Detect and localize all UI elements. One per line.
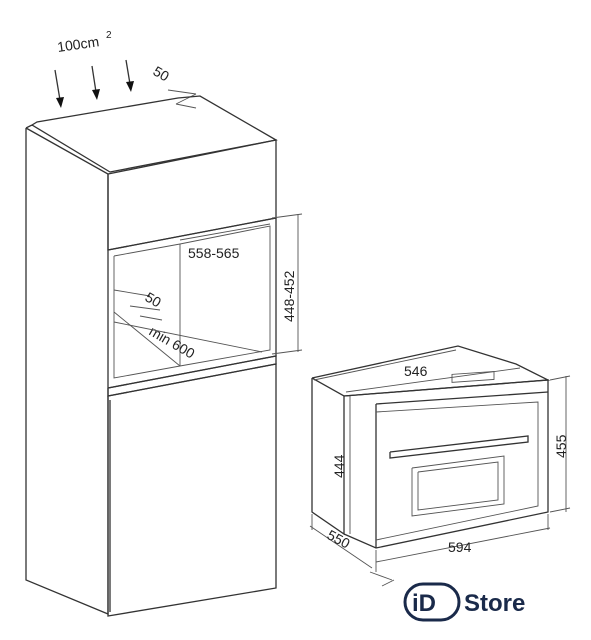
brand-logo-mark: iD Store [403, 582, 525, 622]
oven-width-546-dim [345, 367, 521, 393]
top-gap-mark [167, 89, 197, 109]
vent-arrows [54, 59, 134, 108]
oven-height-455-dim [549, 375, 571, 513]
niche-height-dim [271, 213, 303, 355]
oven [311, 345, 551, 549]
brand-logo: iD Store [400, 580, 550, 624]
cabinet [25, 95, 278, 617]
vent-area-exponent: 2 [106, 30, 112, 41]
oven-height-total-label: 455 [553, 434, 569, 458]
top-gap-label: 50 [151, 63, 173, 85]
oven-depth-label: 550 [325, 527, 353, 552]
oven-height-body-label: 444 [331, 454, 347, 478]
vent-area-label: 100cm [56, 33, 100, 55]
shelf-gap-label: 50 [143, 289, 165, 311]
min-depth-mark [113, 321, 263, 353]
corner-mark [369, 571, 395, 587]
oven-depth-dim [309, 514, 377, 572]
min-depth-label: min 600 [147, 323, 198, 362]
niche-width-label: 558-565 [188, 245, 240, 261]
brand-name: Store [464, 590, 525, 617]
oven-width-label: 594 [448, 539, 472, 555]
niche-width-dim [179, 223, 271, 241]
brand-prefix: iD [412, 590, 436, 617]
oven-width-594-dim [375, 514, 551, 563]
oven-top-depth-label: 546 [404, 363, 428, 379]
niche-height-label: 448-452 [281, 270, 297, 322]
shelf-gap-mark [129, 305, 163, 321]
